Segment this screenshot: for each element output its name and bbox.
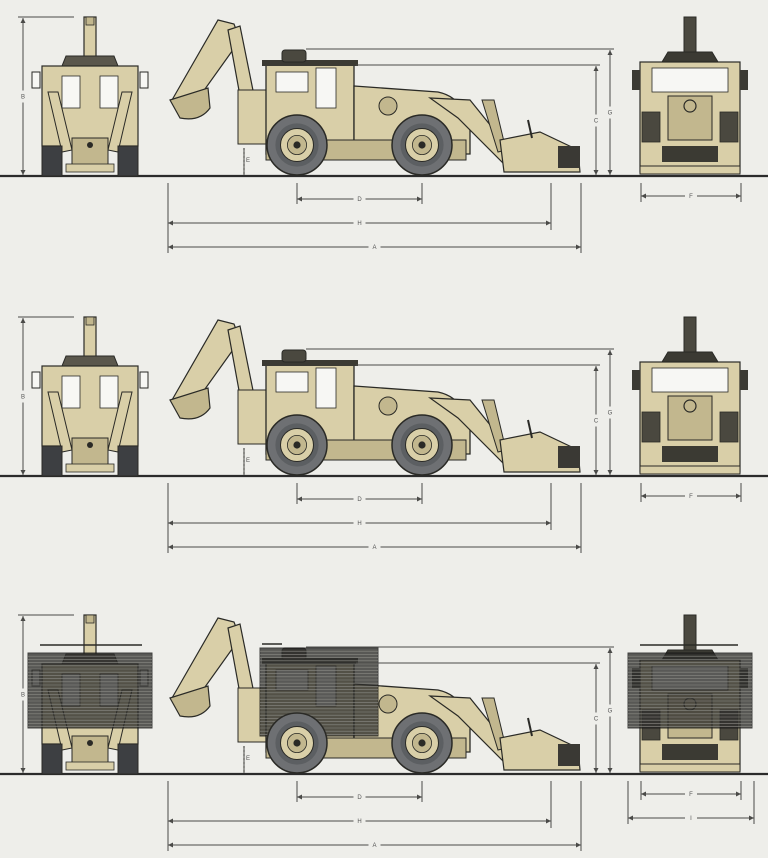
rear-view-machine: [31, 16, 149, 177]
svg-text:A: A: [372, 545, 376, 551]
svg-text:G: G: [608, 709, 613, 715]
wheel-icon: [391, 414, 453, 476]
dimension-d: D: [297, 496, 422, 503]
svg-text:D: D: [357, 795, 362, 801]
dimension-d: D: [297, 794, 422, 801]
front-view-machine: [627, 614, 753, 773]
dimension-b: B: [20, 318, 26, 475]
side-view-machine: [169, 19, 581, 176]
rear-view-machine: [27, 614, 153, 775]
svg-text:A: A: [372, 843, 376, 849]
wheel-icon: [266, 414, 328, 476]
wheel-icon: [391, 114, 453, 176]
dimension-b: B: [20, 616, 26, 773]
svg-text:B: B: [21, 395, 25, 401]
side-view-machine: [169, 319, 581, 476]
side-view-machine: [169, 617, 581, 774]
dimension-g: G: [607, 350, 613, 475]
dimension-b: B: [20, 18, 26, 175]
dimension-a: A: [168, 842, 581, 849]
dimension-h: H: [168, 818, 551, 825]
svg-text:F: F: [689, 792, 693, 798]
rear-view-machine: [31, 316, 149, 477]
dimension-a: A: [168, 244, 581, 251]
dimension-h: H: [168, 220, 551, 227]
armor-cage-icon: [627, 652, 753, 729]
svg-text:C: C: [594, 119, 599, 125]
wheel-icon: [266, 712, 328, 774]
front-view-machine: [632, 16, 748, 175]
svg-text:C: C: [594, 717, 599, 723]
dimension-e: E: [243, 150, 250, 175]
dimension-a: A: [168, 544, 581, 551]
svg-text:E: E: [246, 756, 250, 762]
dimension-e: E: [243, 450, 250, 475]
svg-text:D: D: [357, 197, 362, 203]
svg-text:B: B: [21, 693, 25, 699]
dimension-g: G: [607, 648, 613, 773]
dimension-f: F: [641, 791, 741, 798]
config-panel-3: B E C G D H: [0, 598, 768, 858]
svg-text:A: A: [372, 245, 376, 251]
svg-text:E: E: [246, 158, 250, 164]
dimension-d: D: [297, 196, 422, 203]
svg-text:E: E: [246, 458, 250, 464]
wheel-icon: [391, 712, 453, 774]
svg-text:D: D: [357, 497, 362, 503]
svg-text:H: H: [357, 819, 361, 825]
armor-cage-icon: [27, 652, 153, 729]
svg-text:I: I: [690, 816, 692, 822]
front-view-machine: [632, 316, 748, 475]
dimension-g: G: [607, 50, 613, 175]
svg-text:H: H: [357, 221, 361, 227]
svg-text:G: G: [608, 411, 613, 417]
dimension-i: I: [628, 815, 754, 822]
svg-text:F: F: [689, 494, 693, 500]
svg-text:C: C: [594, 419, 599, 425]
config-panel-2: B E C G D H: [0, 300, 768, 560]
dimension-e: E: [243, 748, 250, 773]
svg-text:B: B: [21, 95, 25, 101]
dimension-c: C: [593, 664, 599, 773]
dimension-f: F: [641, 493, 741, 500]
dimension-h: H: [168, 520, 551, 527]
dimension-f: F: [641, 193, 741, 200]
svg-text:F: F: [689, 194, 693, 200]
dimension-c: C: [593, 366, 599, 475]
config-panel-1: B E C G D H: [0, 0, 768, 260]
svg-text:H: H: [357, 521, 361, 527]
dimension-c: C: [593, 66, 599, 175]
wheel-icon: [266, 114, 328, 176]
svg-text:G: G: [608, 111, 613, 117]
